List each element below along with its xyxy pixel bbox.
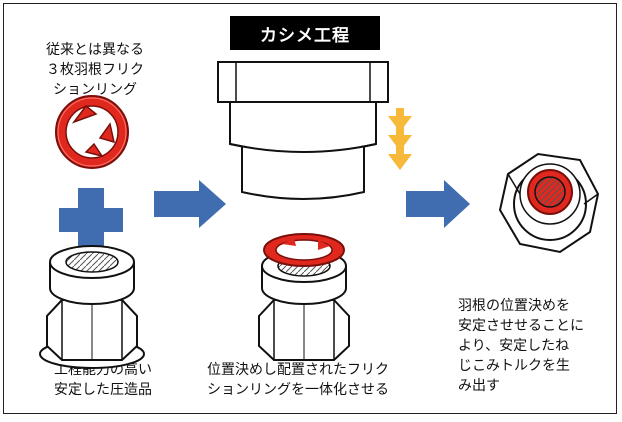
assembly-description: 位置決めし配置されたフリクションリングを一体化させる	[188, 360, 408, 400]
result-description-line: 羽根の位置決めを	[458, 298, 570, 314]
result-arrow-icon	[406, 180, 470, 228]
process-title: カシメ工程	[230, 16, 380, 50]
result-description: 羽根の位置決めを安定させせることにより、安定したねじこみトルクを生み出す	[458, 296, 608, 396]
ring-description-line: ３枚羽根フリク	[46, 62, 144, 78]
flange-nut-icon	[39, 245, 145, 369]
assembly-description-line: 位置決めし配置されたフリク	[207, 362, 389, 378]
result-description-line: み出す	[458, 378, 500, 394]
process-arrow-icon	[154, 180, 226, 228]
ring-description: 従来とは異なる ３枚羽根フリクションリング	[20, 40, 170, 100]
press-down-arrows-icon	[388, 108, 412, 170]
base-nut-description-line: 安定した圧造品	[54, 382, 152, 398]
ring-description-line: ションリング	[53, 82, 137, 98]
result-description-line: じこみトルクを生	[458, 358, 570, 374]
result-description-line: 安定させせることに	[458, 318, 584, 334]
plus-icon	[59, 188, 123, 252]
friction-ring-icon	[55, 95, 129, 169]
ring-description-line: 従来とは異なる	[46, 42, 144, 58]
ring-on-nut-icon	[258, 233, 350, 361]
finished-nut-icon	[498, 152, 600, 254]
press-tool-icon	[217, 61, 389, 200]
assembly-description-line: ションリングを一体化させる	[207, 382, 389, 398]
result-description-line: より、安定したね	[458, 338, 570, 354]
diagram-artwork	[39, 61, 600, 369]
